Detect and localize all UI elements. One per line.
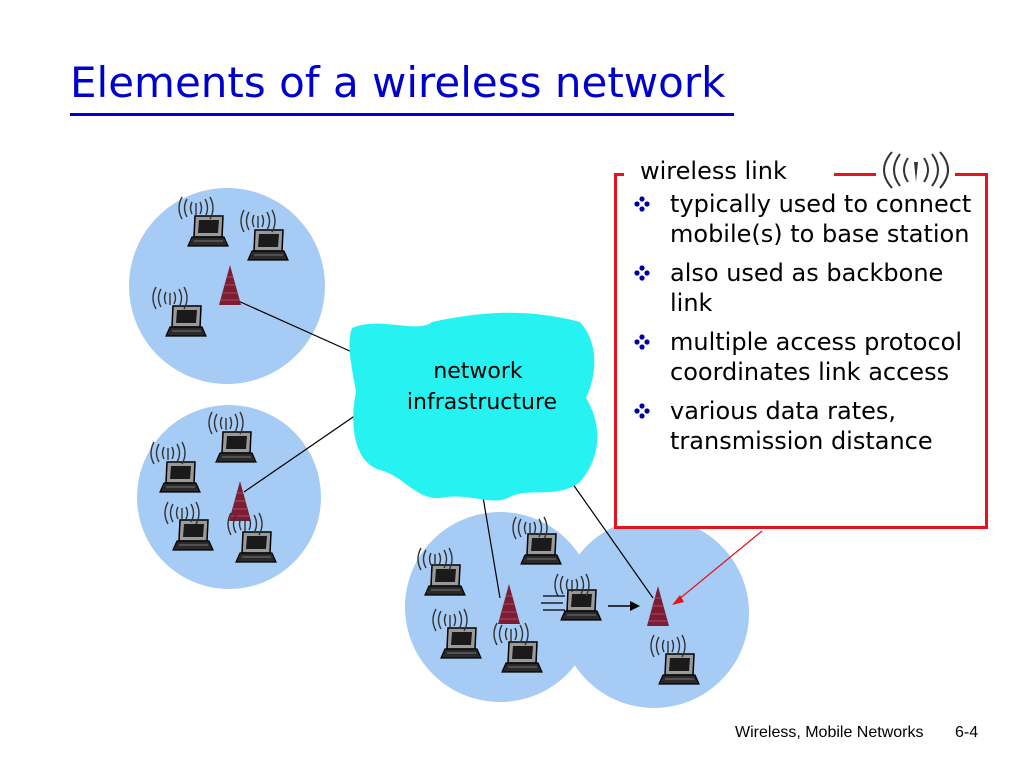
- callout-pointer-head: [672, 595, 684, 605]
- list-item: various data rates, transmission distanc…: [632, 396, 982, 457]
- callout-border-top: [834, 173, 876, 176]
- wired-link: [569, 479, 654, 599]
- footer-label: Wireless, Mobile Networks: [735, 724, 924, 741]
- list-item: also used as backbone link: [632, 258, 982, 319]
- title-underline: [70, 113, 734, 116]
- network-cloud: [349, 312, 598, 501]
- callout-content: wireless link typically used to connect …: [632, 156, 982, 465]
- wired-link: [235, 299, 353, 353]
- callout-heading: wireless link: [640, 157, 787, 185]
- wireless-signal-icon: [883, 151, 949, 189]
- callout-bullet-list: typically used to connect mobile(s) to b…: [632, 189, 982, 457]
- bullet-diamond-icon: [634, 402, 650, 419]
- bullet-text: various data rates, transmission distanc…: [670, 396, 933, 456]
- bullet-diamond-icon: [634, 195, 650, 212]
- wired-link: [243, 414, 357, 493]
- callout-pointer: [677, 530, 763, 601]
- list-item: multiple access protocol coordinates lin…: [632, 327, 982, 388]
- bullet-diamond-icon: [634, 333, 650, 350]
- slide-title: Elements of a wireless network: [70, 58, 726, 107]
- bullet-diamond-icon: [634, 264, 650, 281]
- handoff-arrow-head: [630, 601, 640, 611]
- wired-link: [482, 496, 501, 599]
- cloud-label-line1: network: [433, 359, 523, 384]
- bullet-text: typically used to connect mobile(s) to b…: [670, 189, 972, 249]
- list-item: typically used to connect mobile(s) to b…: [632, 189, 982, 250]
- cloud-label-line2: infrastructure: [407, 390, 557, 415]
- wireless-link-callout: [614, 173, 988, 529]
- callout-border-top: [614, 173, 624, 176]
- bullet-text: also used as backbone link: [670, 258, 944, 318]
- callout-border-top: [955, 173, 988, 176]
- bullet-text: multiple access protocol coordinates lin…: [670, 327, 963, 387]
- page-number: 6-4: [955, 724, 979, 741]
